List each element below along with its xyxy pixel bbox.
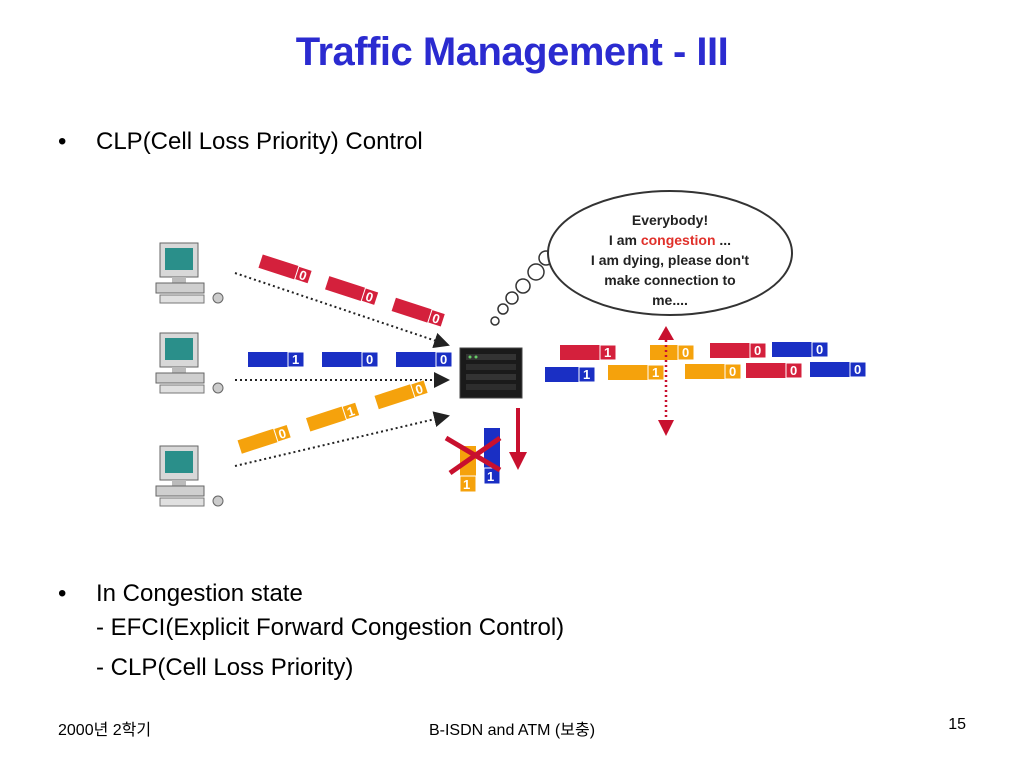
bubble-line-3: I am dying, please don't bbox=[591, 252, 749, 268]
thought-bubble: Everybody! I am congestion ... I am dyin… bbox=[547, 190, 793, 316]
atm-switch-icon bbox=[459, 347, 523, 399]
outgoing-cells-top: 1 0 0 0 bbox=[560, 341, 829, 361]
thought-bubble-trail bbox=[490, 250, 554, 326]
cell-label: 0 bbox=[413, 381, 425, 398]
cell-label: 0 bbox=[366, 352, 373, 367]
bullet-clp-control: • CLP(Cell Loss Priority) Control bbox=[58, 128, 423, 156]
discard-x-icon bbox=[444, 435, 502, 476]
red-cell-stream: 0 0 0 bbox=[258, 254, 447, 328]
cell-label: 0 bbox=[754, 343, 761, 358]
bullet-text: CLP(Cell Loss Priority) Control bbox=[96, 128, 423, 155]
sub-item-clp: - CLP(Cell Loss Priority) bbox=[96, 654, 354, 681]
path-bottom bbox=[234, 411, 450, 467]
bullet-dot: • bbox=[58, 128, 67, 155]
cell-label: 1 bbox=[583, 367, 590, 382]
congestion-diagram: 0 0 0 1 0 0 0 1 0 bbox=[155, 190, 867, 507]
footer-semester: 2000년 2학기 bbox=[58, 722, 152, 739]
bubble-line-5: me.... bbox=[652, 292, 688, 308]
bullet-text: In Congestion state bbox=[96, 580, 303, 607]
cell-label: 0 bbox=[790, 363, 797, 378]
bullet-dot: • bbox=[58, 580, 67, 607]
cell-label: 0 bbox=[816, 342, 823, 357]
computer-icon-bottom bbox=[155, 445, 224, 507]
cell-label: 0 bbox=[729, 364, 736, 379]
cell-label: 0 bbox=[440, 352, 447, 367]
cell-label: 1 bbox=[652, 365, 659, 380]
drop-arrow-icon bbox=[509, 408, 527, 470]
page-number: 15 bbox=[948, 716, 966, 733]
computer-icon-middle bbox=[155, 332, 224, 394]
cell-label: 0 bbox=[682, 345, 689, 360]
bubble-line-4: make connection to bbox=[604, 272, 735, 288]
bubble-line-2: I am congestion ... bbox=[609, 232, 731, 248]
sub-item-efci: - EFCI(Explicit Forward Congestion Contr… bbox=[96, 614, 565, 641]
bubble-line-1: Everybody! bbox=[632, 212, 708, 228]
cell-label: 1 bbox=[292, 352, 299, 367]
congestion-indicator-arrow bbox=[658, 326, 674, 436]
cell-label: 0 bbox=[430, 310, 442, 327]
cell-label: 0 bbox=[854, 362, 861, 377]
cell-label: 1 bbox=[345, 403, 357, 420]
footer-course-title: B-ISDN and ATM (보충) bbox=[428, 722, 596, 739]
orange-cell-stream: 0 1 0 bbox=[237, 379, 429, 454]
cell-label: 0 bbox=[364, 289, 376, 306]
bullet-congestion-state: • In Congestion state bbox=[58, 580, 303, 608]
cell-label: 1 bbox=[487, 469, 494, 484]
cell-label: 0 bbox=[277, 425, 289, 442]
cell-label: 1 bbox=[463, 477, 470, 492]
slide-title: Traffic Management - III bbox=[295, 30, 729, 74]
outgoing-cells-bottom: 1 1 0 0 0 bbox=[545, 361, 867, 383]
cell-label: 0 bbox=[297, 267, 309, 284]
blue-cell-stream: 1 0 0 bbox=[248, 351, 453, 368]
computer-icon-top bbox=[155, 242, 224, 304]
cell-label: 1 bbox=[604, 345, 611, 360]
